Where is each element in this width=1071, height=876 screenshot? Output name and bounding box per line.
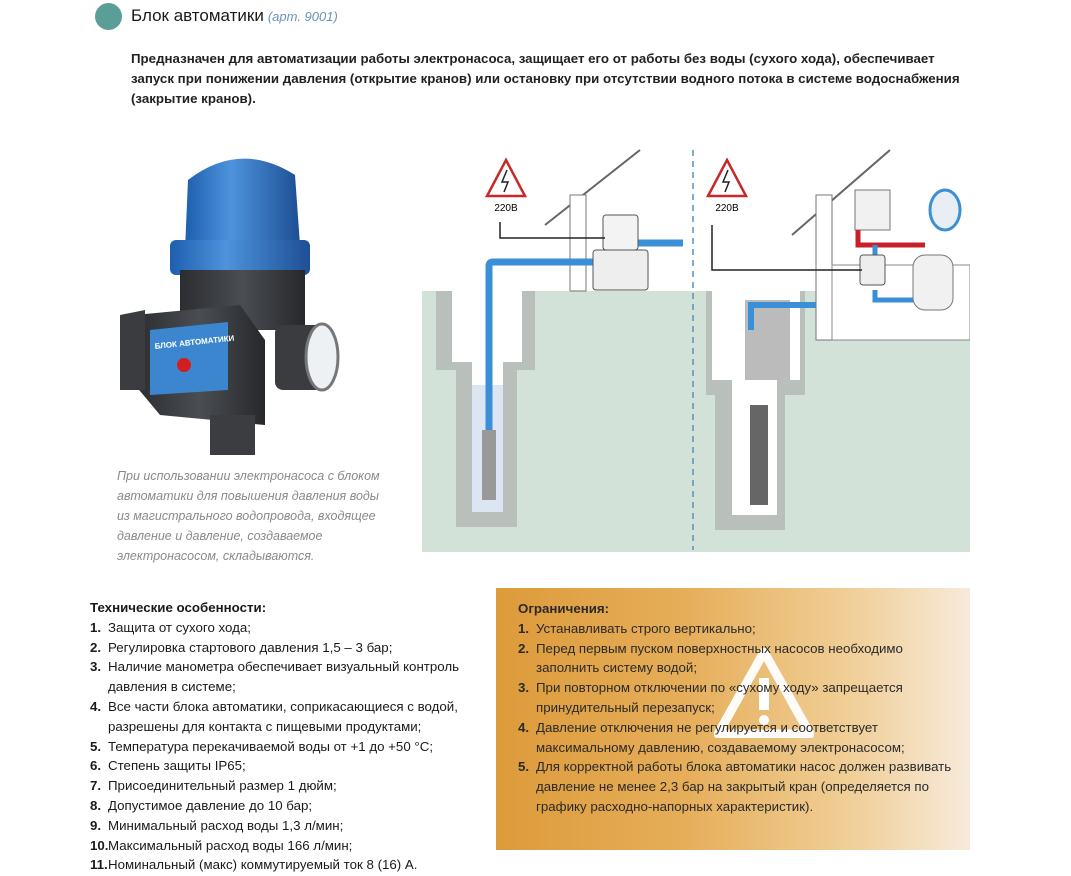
warning-triangle-icon [714, 648, 814, 738]
item-text: При повторном отключении по «сухому ходу… [536, 680, 903, 715]
item-text: Номинальный (макс) коммутируемый ток 8 (… [108, 857, 418, 873]
list-item: 4. Все части блока автоматики, соприкасаю… [90, 697, 490, 737]
installation-diagram: 220В 220В [422, 149, 970, 552]
item-text: Защита от сухого хода; [108, 619, 251, 635]
item-number: 2. [518, 640, 530, 656]
list-item: 3. При повторном отключении по «сухому хо… [518, 678, 968, 718]
list-item: 9. Минимальный расход воды 1,3 л/мин; [90, 816, 490, 836]
list-item: 5. Для корректной работы блока автоматики… [518, 757, 968, 816]
item-number: 10. [90, 837, 109, 853]
article-number: (арт. 9001) [267, 9, 338, 24]
item-text: Допустимое давление до 10 бар; [108, 797, 313, 813]
item-text: Для корректной работы блока автоматики н… [536, 759, 952, 814]
list-item: 4. Давление отключения не регулируется и … [518, 718, 968, 758]
item-number: 1. [518, 620, 530, 636]
list-item: 3. Наличие манометра обеспечивает визуаль… [90, 657, 490, 697]
item-text: Давление отключения не регулируется и со… [536, 719, 905, 755]
tech-heading: Технические особенности: [90, 600, 267, 615]
technical-features: Технические особенности: 1. Защита от сух… [90, 598, 490, 875]
voltage-warning-right: 220В [705, 157, 749, 214]
usage-caption: При использовании электронасоса с блоком… [117, 469, 380, 563]
list-item: 2. Регулировка стартового давления 1,5 – … [90, 638, 490, 658]
item-number: 2. [90, 639, 102, 655]
voltage-label-right: 220В [715, 203, 739, 214]
list-item: 5. Температура перекачиваемой воды от +1 … [90, 737, 490, 757]
item-text: Перед первым пуском поверхностных насосо… [536, 640, 903, 676]
item-text: Температура перекачиваемой воды от +1 до… [108, 738, 434, 754]
item-number: 5. [90, 738, 102, 754]
section-bullet-icon [95, 3, 122, 30]
item-number: 4. [518, 719, 530, 735]
limits-heading: Ограничения: [518, 601, 610, 616]
item-text: Степень защиты IP65; [108, 758, 246, 774]
voltage-warning-left: 220В [484, 157, 528, 214]
list-item: 6. Степень защиты IP65; [90, 756, 490, 776]
item-number: 9. [90, 817, 102, 833]
item-text: Устанавливать строго вертикально; [536, 620, 756, 636]
item-text: Максимальный расход воды 166 л/мин; [108, 837, 353, 853]
item-number: 3. [518, 680, 530, 696]
list-item: 2. Перед первым пуском поверхностных насо… [518, 639, 968, 679]
product-description: Предназначен для автоматизации работы эл… [131, 51, 960, 106]
item-number: 8. [90, 797, 102, 813]
item-number: 11. [90, 857, 108, 873]
list-item: 10.Максимальный расход воды 166 л/мин; [90, 836, 490, 856]
item-text: Минимальный расход воды 1,3 л/мин; [108, 817, 344, 833]
list-item: 1. Устанавливать строго вертикально; [518, 619, 968, 639]
limitations-box: Ограничения: 1. Устанавливать строго верт… [496, 588, 970, 850]
item-text: Все части блока автоматики, соприкасающи… [108, 698, 458, 734]
voltage-label-left: 220В [494, 203, 518, 214]
item-number: 7. [90, 778, 102, 794]
right-well [706, 291, 805, 530]
list-item: 7. Присоединительный размер 1 дюйм; [90, 776, 490, 796]
item-number: 5. [518, 759, 530, 775]
list-item: 1. Защита от сухого хода; [90, 618, 490, 638]
list-item: 11.Номинальный (макс) коммутируемый ток … [90, 855, 490, 875]
item-number: 3. [90, 659, 102, 675]
item-text: Наличие манометра обеспечивает визуальны… [108, 659, 460, 695]
tech-list: 1. Защита от сухого хода; 2. Регулировка ст… [90, 618, 490, 875]
item-number: 6. [90, 758, 102, 774]
item-text: Присоединительный размер 1 дюйм; [108, 778, 337, 794]
item-number: 1. [90, 619, 102, 635]
limits-list: 1. Устанавливать строго вертикально; 2. Пер… [518, 619, 968, 817]
item-text: Регулировка стартового давления 1,5 – 3 … [108, 639, 393, 655]
list-item: 8. Допустимое давление до 10 бар; [90, 796, 490, 816]
page-title: Блок автоматики(арт. 9001) [131, 6, 338, 26]
title-text: Блок автоматики [131, 6, 264, 25]
item-number: 4. [90, 698, 102, 714]
pressure-control-unit-image: БЛОК АВТОМАТИКИ [120, 158, 340, 455]
